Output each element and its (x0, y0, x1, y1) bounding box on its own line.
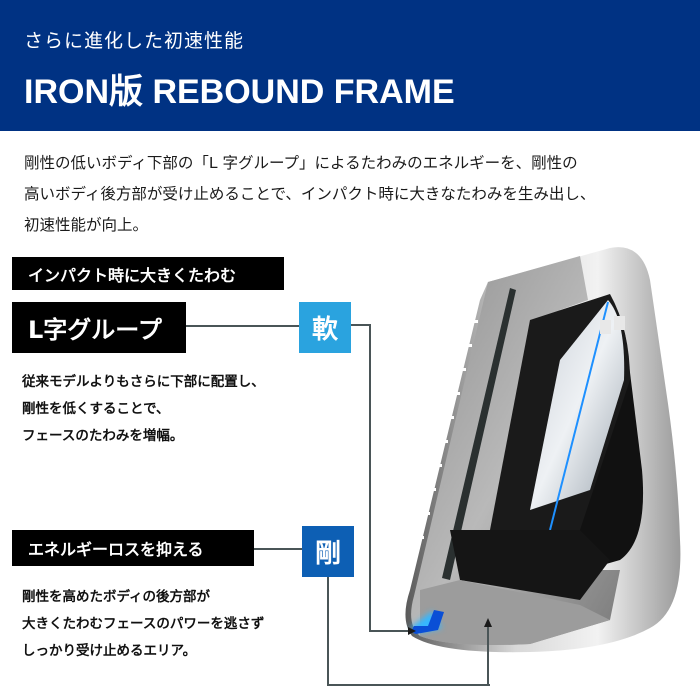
soft-connector-line (369, 324, 371, 632)
soft-connector-line (369, 630, 409, 632)
hard-badge: 剛 (302, 526, 354, 577)
header-subtitle: さらに進化した初速性能 (24, 30, 245, 52)
hard-description: 剛性を高めたボディの後方部が 大きくたわむフェースのパワーを逃さず しっかり受け… (22, 584, 264, 665)
soft-description: 従来モデルよりもさらに下部に配置し、 剛性を低くすることで、 フェースのたわみを… (22, 369, 265, 450)
description-line: 従来モデルよりもさらに下部に配置し、 (22, 374, 265, 390)
soft-badge: 軟 (299, 302, 351, 353)
hard-arrow-icon (484, 618, 492, 627)
hard-connector-line (327, 577, 329, 686)
energy-loss-label: エネルギーロスを抑える (12, 530, 254, 566)
description-line: 大きくたわむフェースのパワーを逃さず (22, 616, 265, 632)
soft-arrow-icon (408, 627, 416, 635)
hard-connector-line (487, 626, 489, 686)
description-line: フェースのたわみを増幅。 (22, 428, 184, 444)
description-line: 剛性を高めたボディの後方部が (22, 589, 211, 605)
intro-line: 初速性能が向上。 (24, 216, 149, 234)
intro-line: 高いボディ後方部が受け止めることで、インパクト時に大きなたわみを生み出し、 (24, 185, 596, 203)
header-title: IRON版 REBOUND FRAME (24, 73, 455, 111)
description-line: 剛性を低くすることで、 (22, 401, 170, 417)
impact-heading: インパクト時に大きくたわむ (12, 257, 284, 290)
description-line: しっかり受け止めるエリア。 (22, 643, 197, 659)
soft-connector-line (351, 324, 371, 326)
intro-paragraph: 剛性の低いボディ下部の「L 字グループ」によるたわみのエネルギーを、剛性の 高い… (24, 148, 684, 241)
intro-line: 剛性の低いボディ下部の「L 字グループ」によるたわみのエネルギーを、剛性の (24, 154, 578, 172)
soft-connector-line (186, 325, 299, 327)
header-banner: さらに進化した初速性能 IRON版 REBOUND FRAME (0, 0, 700, 131)
hard-connector-line (254, 548, 302, 550)
club-head-illustration (405, 247, 681, 653)
hard-connector-line (327, 684, 490, 686)
l-groove-label: L字グループ (12, 302, 186, 353)
